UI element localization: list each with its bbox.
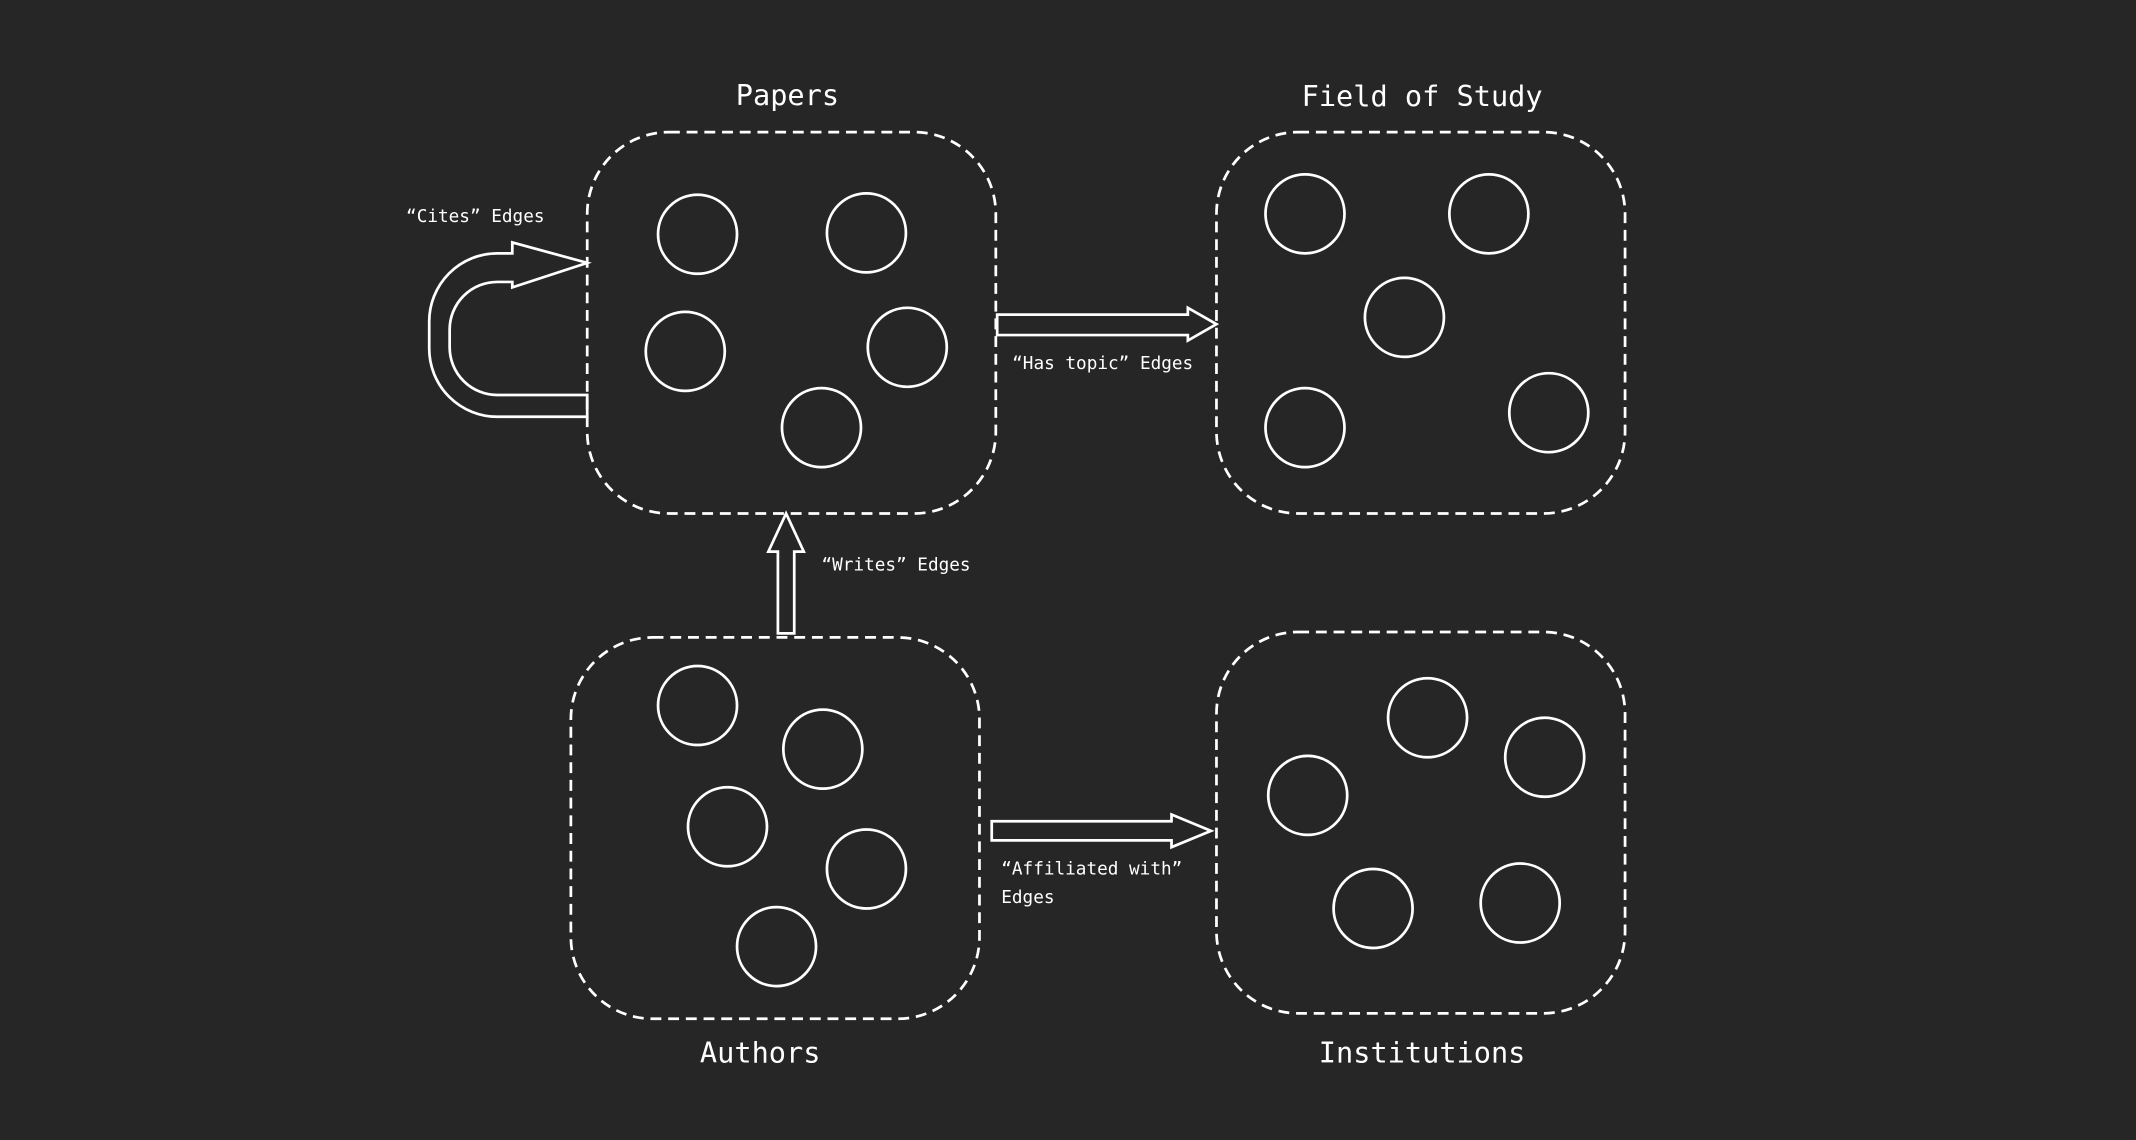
author-node (735, 905, 818, 988)
author-node (781, 708, 864, 790)
cites-label: “Cites” Edges (406, 207, 544, 227)
field-of-study-title: Field of Study (1302, 79, 1543, 113)
affiliated-with-label-line2: Edges (1001, 888, 1054, 908)
institutions-box (1215, 630, 1627, 1015)
field-of-study-node (1507, 371, 1590, 454)
author-node (656, 664, 739, 747)
institution-node (1386, 676, 1469, 759)
field-of-study-node (1448, 172, 1530, 255)
authors-title: Authors (700, 1035, 821, 1069)
paper-node (780, 386, 863, 469)
paper-node (656, 193, 739, 276)
field-of-study-node (1264, 172, 1346, 255)
institution-node (1332, 867, 1414, 950)
institution-node (1479, 862, 1562, 944)
has-topic-arrow (995, 305, 1220, 343)
institutions-title: Institutions (1319, 1035, 1526, 1069)
authors-group: Authors (569, 636, 981, 1069)
institutions-group: Institutions (1215, 630, 1627, 1069)
paper-node (825, 192, 908, 274)
has-topic-label: “Has topic” Edges (1012, 354, 1193, 374)
affiliated-with-arrow (990, 812, 1215, 850)
authors-box (569, 636, 981, 1021)
institution-node (1266, 754, 1349, 837)
author-node (825, 828, 908, 910)
writes-label: “Writes” Edges (821, 556, 970, 576)
author-node (686, 785, 769, 868)
paper-node (866, 306, 949, 389)
institution-node (1503, 716, 1586, 799)
field-of-study-node (1264, 386, 1346, 469)
affiliated-with-label-line1: “Affiliated with” (1001, 859, 1182, 879)
field-of-study-node (1363, 276, 1446, 359)
papers-title: Papers (736, 78, 839, 112)
paper-node (644, 310, 727, 393)
writes-arrow (766, 510, 806, 635)
field-of-study-box (1215, 130, 1627, 515)
cites-arrow (427, 240, 592, 419)
field-of-study-group: Field of Study (1215, 79, 1627, 515)
